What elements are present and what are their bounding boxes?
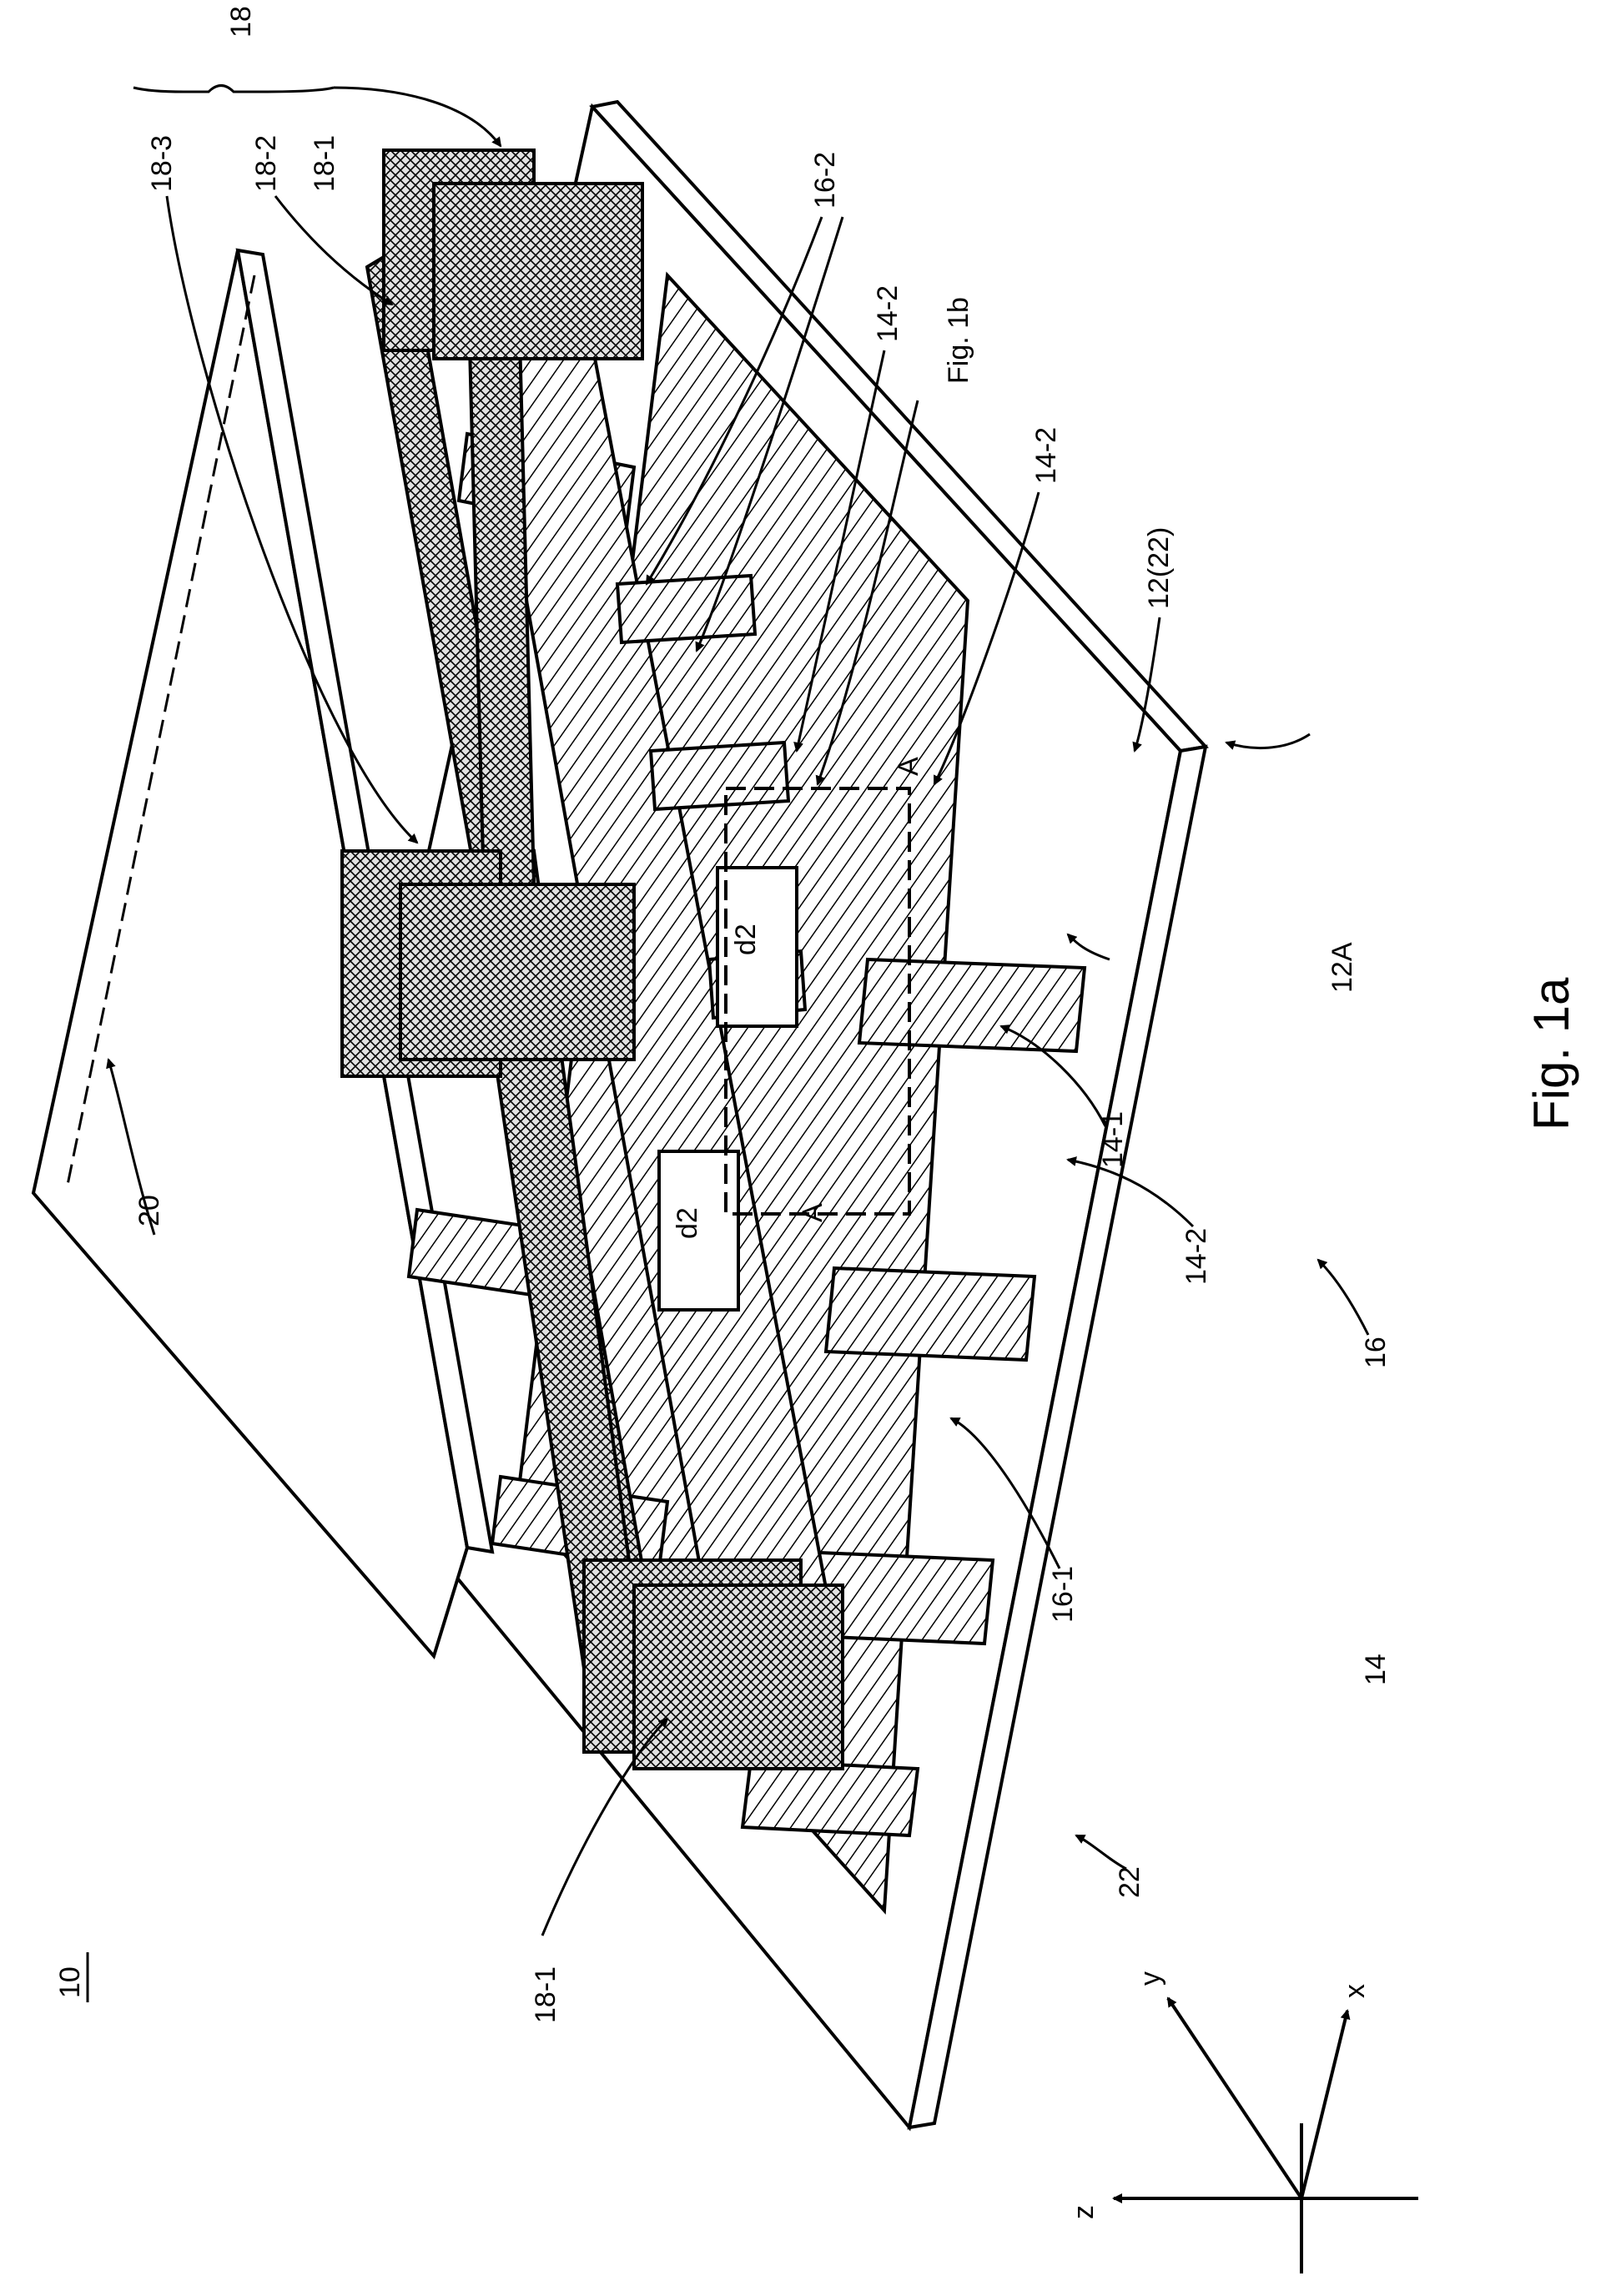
svg-text:10: 10 [54,1966,86,1998]
group-brace [133,86,334,93]
label-18-2: 18-2 [250,135,282,192]
label-16-2: 16-2 [809,152,841,209]
label-22: 22 [1114,1866,1145,1898]
label-14: 14 [1360,1654,1392,1685]
label-18-1-bottom: 18-1 [530,1966,561,2023]
label-18-3: 18-3 [146,135,178,192]
label-A-top: A [893,757,924,776]
axis-z-label: z [1068,2205,1100,2219]
axis-y-label: y [1135,1971,1166,1986]
anchor-block-middle [342,851,634,1076]
figure-number: 10 [54,1952,88,2002]
label-A-bottom: A [797,1203,828,1222]
label-14-2-c: 14-2 [1181,1228,1212,1285]
label-fig-1b: Fig. 1b [943,297,974,384]
label-18-1-top: 18-1 [309,135,340,192]
label-14-1: 14-1 [1097,1111,1129,1168]
label-14-2-b: 14-2 [1030,427,1062,484]
label-14-2-a: 14-2 [872,285,904,342]
axis-x-label: x [1339,1984,1371,1998]
label-d2-upper: d2 [730,924,762,955]
label-16: 16 [1360,1337,1392,1368]
figure-caption: Fig. 1a [1523,977,1579,1130]
label-d2-lower: d2 [672,1207,703,1239]
label-12-22: 12(22) [1143,527,1175,609]
axes-triad: z y x [1068,1971,1418,2273]
anchor-block-bottom [584,1560,843,1769]
label-12A: 12A [1327,942,1358,993]
label-18: 18 [225,6,257,38]
label-20: 20 [133,1195,165,1226]
label-16-1: 16-1 [1047,1566,1079,1623]
